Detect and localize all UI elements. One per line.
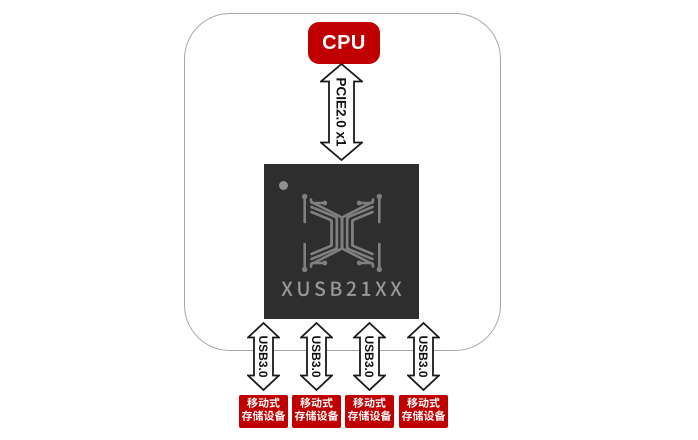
usb-link-label-4: USB3.0 xyxy=(416,335,431,378)
double-arrow-vertical-icon xyxy=(405,321,442,392)
cpu-label: CPU xyxy=(322,31,366,54)
double-arrow-vertical-icon xyxy=(351,321,387,392)
device-label-glyphs-icon xyxy=(345,395,394,428)
device-label-glyphs-icon xyxy=(399,395,448,428)
usb-arrow-4: USB3.0 xyxy=(405,321,442,392)
device-box-4: 移动式 存储设备 xyxy=(399,394,449,428)
device-box-1: 移动式 存储设备 xyxy=(239,394,289,428)
double-arrow-vertical-icon xyxy=(318,62,365,162)
device-label-glyphs-icon xyxy=(239,395,288,428)
pcie-link-label: PCIE2.0 x1 xyxy=(334,77,349,147)
usb-arrow-1: USB3.0 xyxy=(245,321,282,392)
cpu-box: CPU xyxy=(308,22,380,64)
pcie-arrow: PCIE2.0 x1 xyxy=(318,62,365,162)
device-label-glyphs-icon xyxy=(292,395,341,428)
device-box-3: 移动式 存储设备 xyxy=(344,394,394,428)
usb-arrow-2: USB3.0 xyxy=(298,321,335,392)
double-arrow-vertical-icon xyxy=(245,321,282,392)
pin1-dot-icon xyxy=(278,180,288,190)
double-arrow-vertical-icon xyxy=(298,321,335,392)
chip-model-glyphs-icon xyxy=(264,164,419,319)
device-box-2: 移动式 存储设备 xyxy=(292,394,341,428)
usb-arrow-3: USB3.0 xyxy=(351,321,387,392)
system-boundary xyxy=(184,13,501,351)
xusb-chip: XUSB21XX xyxy=(264,164,419,319)
